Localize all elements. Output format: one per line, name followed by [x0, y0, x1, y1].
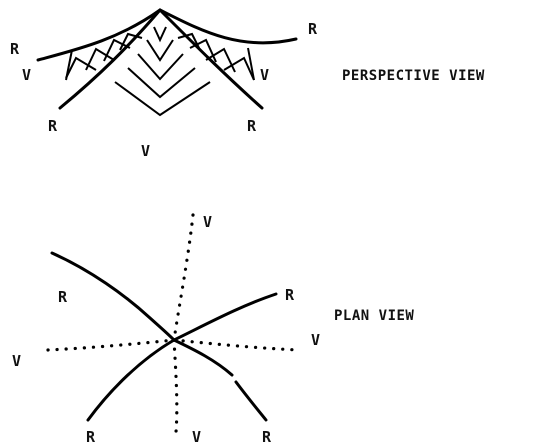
valley-line	[172, 213, 195, 342]
valley-label: V	[192, 428, 201, 445]
ridge-label: R	[285, 286, 295, 304]
ridge-label: R	[86, 428, 96, 445]
plan-view: V R R V V R V R PLAN VIEW	[12, 213, 414, 445]
valley-line	[46, 338, 176, 352]
ridge-label: R	[48, 117, 58, 135]
ridge-label: R	[10, 40, 20, 58]
contour-line	[153, 26, 167, 43]
ridge-line	[172, 292, 278, 342]
contour-chevrons	[65, 26, 255, 117]
ridge-label: R	[58, 288, 68, 306]
ridge-line	[234, 380, 268, 422]
contour-line	[223, 56, 255, 81]
valley-line	[172, 338, 179, 434]
valley-label: V	[12, 352, 21, 370]
ridge-label: R	[308, 20, 318, 38]
valley-label: V	[141, 142, 150, 160]
valley-label: V	[203, 213, 212, 231]
valley-label: V	[260, 66, 269, 84]
ridge-line	[50, 251, 176, 342]
contour-line	[137, 53, 184, 81]
contour-line	[85, 47, 115, 71]
perspective-caption: PERSPECTIVE VIEW	[342, 68, 485, 84]
valley-line	[65, 49, 73, 81]
contour-line	[205, 47, 236, 73]
ridge-line	[172, 338, 234, 377]
ridge-label: R	[247, 117, 257, 135]
contour-line	[177, 32, 201, 51]
valley-label: V	[311, 331, 320, 349]
ridge-line	[158, 8, 264, 110]
valley-line	[247, 47, 255, 81]
perspective-view: R R V V R R V PERSPECTIVE VIEW	[10, 8, 485, 160]
contour-line	[146, 39, 174, 62]
contour-line	[127, 67, 196, 99]
contour-line	[114, 81, 211, 117]
plan-caption: PLAN VIEW	[334, 308, 414, 324]
ridge-label: R	[262, 428, 272, 445]
contour-line	[103, 38, 131, 62]
ridge-line	[58, 8, 162, 110]
contour-line	[65, 56, 97, 79]
ridge-line	[86, 338, 176, 422]
valley-label: V	[22, 66, 31, 84]
valley-line	[172, 338, 300, 352]
